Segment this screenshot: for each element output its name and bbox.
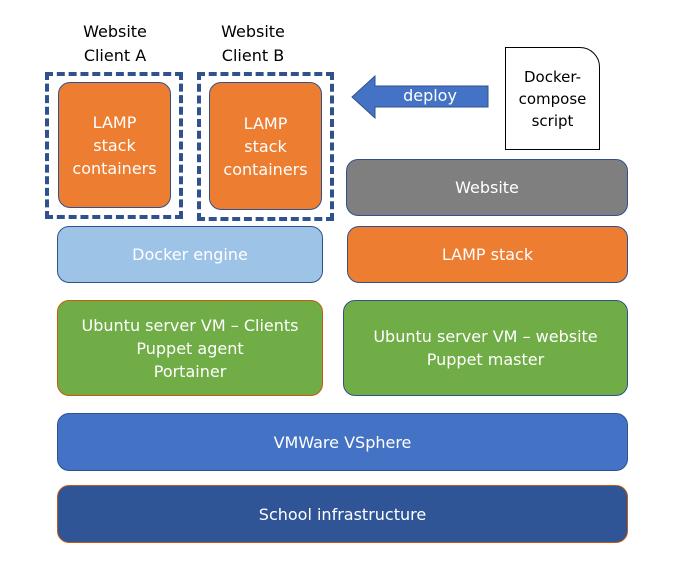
vm-clients-line: Ubuntu server VM – Clients xyxy=(81,315,299,335)
vsphere-layer: VMWare VSphere xyxy=(57,413,628,471)
client-b-boundary xyxy=(197,72,334,221)
vm-clients-layer: Ubuntu server VM – Clients Puppet agent … xyxy=(57,300,323,396)
container-line: stack xyxy=(244,136,287,156)
deploy-label: deploy xyxy=(403,86,457,105)
script-line: Docker- xyxy=(524,67,581,86)
vm-website-line: Puppet master xyxy=(426,350,545,369)
client-b-title-line1: Website xyxy=(221,22,285,41)
vm-website-layer: Ubuntu server VM – website Puppet master xyxy=(343,300,628,396)
client-a-title-line1: Website xyxy=(83,22,147,41)
container-line: stack xyxy=(93,135,136,155)
script-line: script xyxy=(531,111,574,130)
school-infrastructure-layer: School infrastructure xyxy=(57,485,628,543)
deploy-arrow-icon xyxy=(351,74,489,120)
client-b-lamp-containers: LAMP stack containers xyxy=(209,82,322,210)
docker-engine-layer: Docker engine xyxy=(57,226,323,283)
vm-clients-line: Puppet agent xyxy=(136,338,244,358)
container-line: LAMP xyxy=(92,112,137,132)
client-a-boundary xyxy=(45,72,183,219)
client-a-title: Website Client A xyxy=(60,20,170,68)
script-line: compose xyxy=(518,89,587,108)
vm-clients-line: Portainer xyxy=(153,361,227,381)
client-b-title-line2: Client B xyxy=(221,46,285,65)
client-a-title-line2: Client A xyxy=(83,46,147,65)
vm-website-line: Ubuntu server VM – website xyxy=(373,327,598,346)
container-line: LAMP xyxy=(243,113,288,133)
website-layer: Website xyxy=(346,159,628,216)
client-a-lamp-containers: LAMP stack containers xyxy=(58,82,171,208)
lamp-stack-layer: LAMP stack xyxy=(347,226,628,283)
container-line: containers xyxy=(72,158,157,178)
docker-compose-script-box: Docker- compose script xyxy=(505,47,600,150)
client-b-title: Website Client B xyxy=(198,20,308,68)
container-line: containers xyxy=(223,159,308,179)
